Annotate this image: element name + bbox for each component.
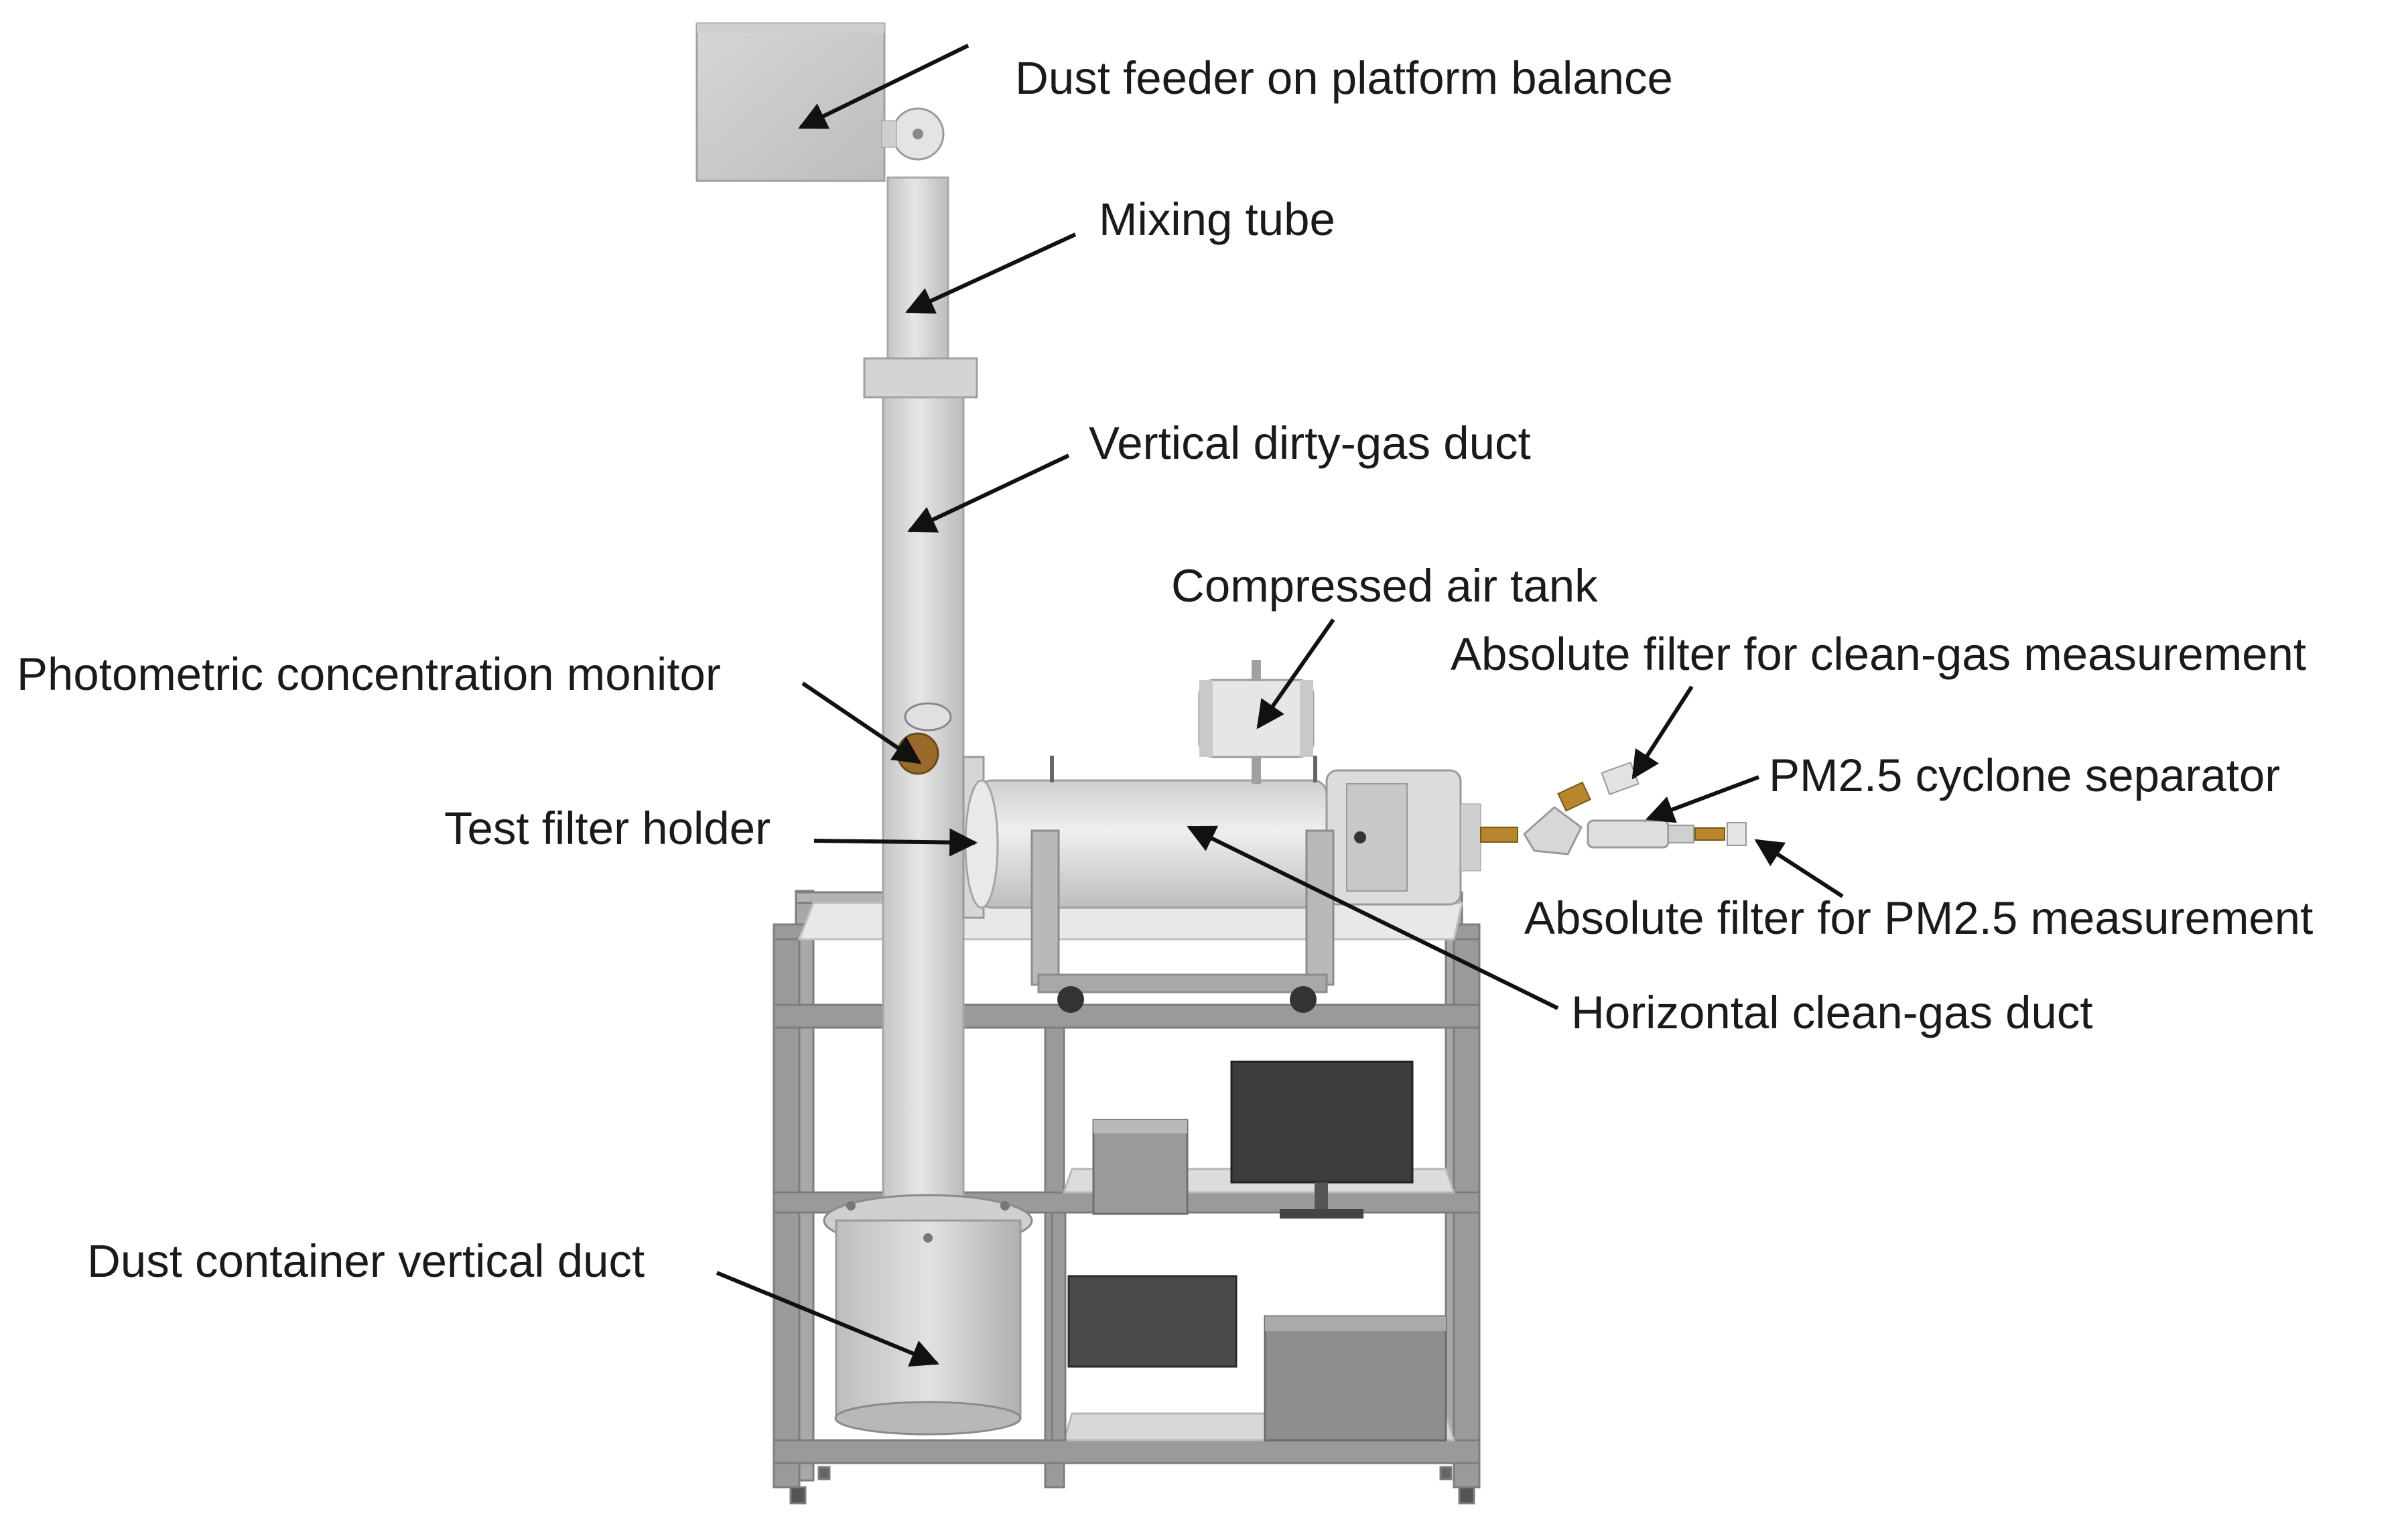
arrow-photometric-monitor	[801, 681, 922, 764]
arrow-compressed-air-tank	[1256, 618, 1335, 730]
label-mixing-tube: Mixing tube	[1099, 194, 1335, 245]
arrow-pm25-cyclone	[1646, 775, 1760, 823]
dust-container	[823, 1194, 1033, 1436]
vertical-duct-assembly	[695, 22, 985, 1226]
label-horizontal-duct: Horizontal clean-gas duct	[1571, 987, 2093, 1038]
computer-monitor	[1230, 1060, 1414, 1184]
compressed-air-tank	[1198, 660, 1315, 784]
pm25-cyclone	[1587, 819, 1670, 849]
arrow-dust-feeder	[798, 44, 969, 129]
label-dust-container: Dust container vertical duct	[87, 1235, 645, 1287]
label-test-filter-holder: Test filter holder	[444, 803, 771, 854]
label-absolute-filter-pm25: Absolute filter for PM2.5 measurement	[1524, 892, 2314, 944]
arrow-absolute-filter-pm25	[1754, 839, 1844, 898]
label-absolute-filter-clean: Absolute filter for clean-gas measuremen…	[1451, 628, 2307, 680]
label-dust-feeder: Dust feeder on platform balance	[1015, 52, 1673, 104]
arrow-vertical-duct	[907, 454, 1070, 533]
arrow-absolute-filter-clean	[1631, 685, 1694, 780]
horizontal-duct-assembly	[964, 756, 1481, 1013]
mixing-tube	[886, 176, 949, 360]
label-photometric-monitor: Photometric concentration monitor	[17, 648, 721, 700]
pm25-sampling-train	[1480, 761, 1747, 855]
arrow-horizontal-duct	[1187, 825, 1559, 1010]
arrow-mixing-tube	[905, 232, 1077, 314]
arrow-test-filter-holder	[813, 828, 978, 857]
absolute-filter-pm25	[1727, 822, 1747, 846]
shelf-equipment	[1067, 1060, 1447, 1442]
absolute-filter-clean	[1601, 761, 1640, 796]
label-compressed-air-tank: Compressed air tank	[1171, 560, 1598, 612]
arrow-dust-container	[716, 1271, 939, 1367]
leader-arrows	[716, 44, 1844, 1367]
horizontal-clean-gas-duct	[977, 779, 1328, 909]
vertical-dirty-gas-duct	[882, 396, 965, 1226]
label-pm25-cyclone: PM2.5 cyclone separator	[1769, 750, 2281, 801]
label-vertical-duct: Vertical dirty-gas duct	[1089, 417, 1531, 469]
